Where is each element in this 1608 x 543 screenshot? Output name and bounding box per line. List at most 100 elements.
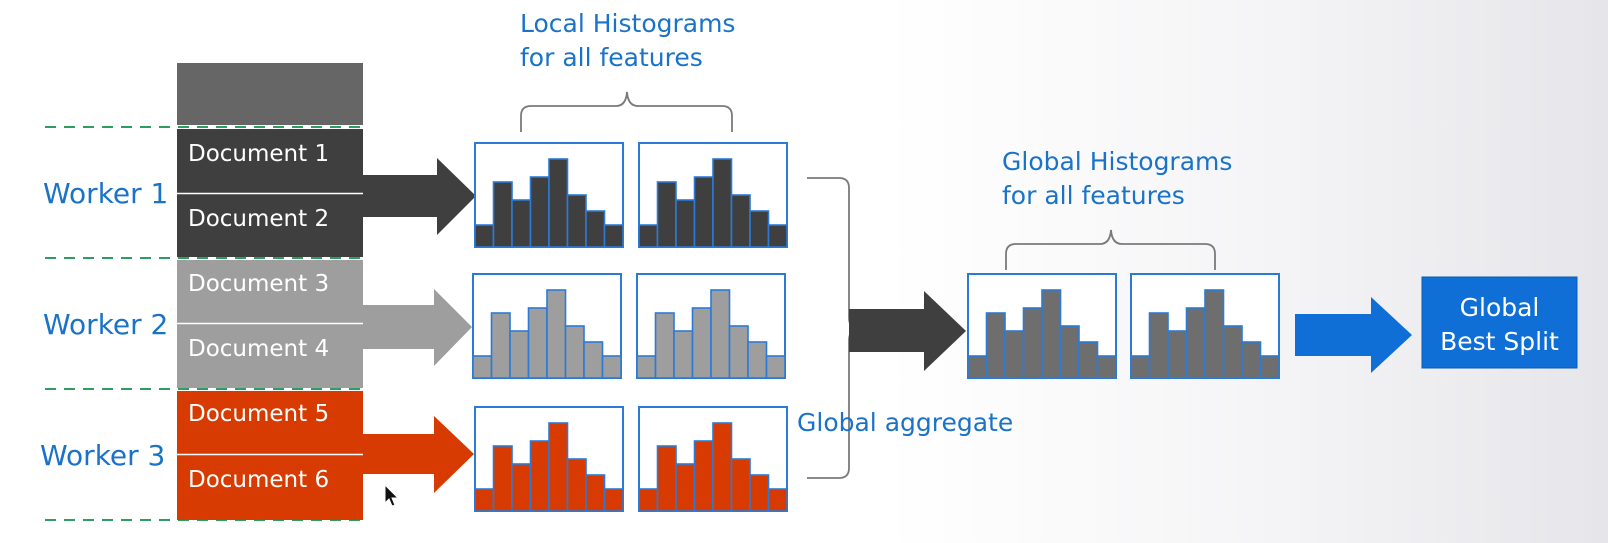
histogram-bar: [712, 158, 733, 248]
histogram-bar: [1222, 325, 1243, 379]
local-histograms-brace: [520, 91, 733, 132]
histogram-bar: [1078, 341, 1099, 379]
histogram-bar: [474, 224, 495, 248]
document-label: Document 4: [188, 336, 329, 362]
histogram-bar: [749, 474, 770, 512]
global-histograms-brace: [1005, 229, 1216, 270]
best-split-label-line2: Best Split: [1440, 327, 1559, 356]
document-block: [177, 129, 363, 193]
histogram-bar: [728, 325, 749, 379]
global-histograms-label-line2: for all features: [1002, 181, 1185, 210]
best-split-label-line1: Global: [1460, 293, 1540, 322]
histogram-bar: [511, 199, 532, 248]
worker-label: Worker 2: [43, 308, 168, 341]
histogram-bar: [730, 194, 751, 248]
histogram-bar: [1022, 307, 1043, 379]
document-block: [177, 194, 363, 257]
histogram-bar: [492, 445, 513, 512]
histogram-bar: [967, 355, 988, 379]
histogram-bar: [675, 463, 696, 512]
histogram-bar: [673, 330, 694, 379]
histogram-bar: [710, 289, 731, 379]
histogram-bar: [474, 488, 495, 512]
histogram-bar: [548, 158, 569, 248]
worker-2-arrow: [363, 289, 472, 366]
histogram-bar: [601, 355, 622, 379]
global-best-split-box: Global Best Split: [1421, 276, 1578, 369]
local-histograms-label-line1: Local Histograms: [520, 9, 735, 38]
histogram-bar: [636, 355, 657, 379]
histogram-bar: [527, 307, 548, 379]
worker-label: Worker 1: [43, 177, 168, 210]
document-label: Document 6: [188, 467, 329, 493]
best-split-rect: [1421, 276, 1578, 369]
document-label: Document 5: [188, 401, 329, 427]
document-label: Document 1: [188, 141, 329, 167]
histogram-bar: [1004, 330, 1025, 379]
histogram-bar: [730, 458, 751, 512]
histogram-panels: [472, 142, 1280, 512]
worker-3-row: Worker 3 Document 5 Document 6: [40, 391, 474, 520]
histogram-bar: [1130, 355, 1151, 379]
histogram-bar: [691, 307, 712, 379]
document-stack-header: [177, 63, 363, 125]
histogram-bar: [564, 325, 585, 379]
histogram-bar: [1204, 289, 1225, 379]
histogram-bar: [509, 330, 530, 379]
histogram-bar: [767, 488, 788, 512]
histogram-bar: [1059, 325, 1080, 379]
histogram-bar: [583, 341, 604, 379]
histogram-bar: [765, 355, 786, 379]
histogram-bar: [638, 488, 659, 512]
document-label: Document 2: [188, 206, 329, 232]
document-block: [177, 455, 363, 520]
histogram-bar: [492, 181, 513, 248]
document-block: [177, 260, 363, 323]
histogram-bar: [529, 176, 550, 248]
histogram-bar: [566, 194, 587, 248]
histogram-bar: [1041, 289, 1062, 379]
histogram-bar: [529, 440, 550, 512]
histogram-bar: [749, 210, 770, 248]
histogram-bar: [1241, 341, 1262, 379]
mouse-cursor-icon: [384, 483, 400, 507]
histogram-bar: [585, 474, 606, 512]
document-block: [177, 324, 363, 388]
histogram-bar: [1259, 355, 1280, 379]
histogram-bar: [472, 355, 493, 379]
histogram-bar: [566, 458, 587, 512]
document-block: [177, 391, 363, 454]
histogram-bar: [767, 224, 788, 248]
histogram-bar: [1185, 307, 1206, 379]
local-histograms-label-line2: for all features: [520, 43, 703, 72]
histogram-bar: [656, 181, 677, 248]
histogram-bar: [1148, 312, 1169, 379]
histogram-bar: [1096, 355, 1117, 379]
best-split-arrow: [1295, 297, 1412, 373]
histogram-bar: [654, 312, 675, 379]
histogram-bar: [693, 440, 714, 512]
document-label: Document 3: [188, 271, 329, 297]
histogram-bar: [1167, 330, 1188, 379]
histogram-bar: [656, 445, 677, 512]
histogram-bar: [585, 210, 606, 248]
worker-label: Worker 3: [40, 439, 165, 472]
histogram-bar: [712, 422, 733, 512]
global-aggregate-label: Global aggregate: [797, 408, 1013, 437]
histogram-bar: [603, 224, 624, 248]
histogram-bar: [511, 463, 532, 512]
global-histograms-label-line1: Global Histograms: [1002, 147, 1232, 176]
worker-1-row: Worker 1 Document 1 Document 2: [43, 129, 476, 257]
worker-1-arrow: [363, 158, 476, 235]
worker-2-row: Worker 2 Document 3 Document 4: [43, 260, 472, 388]
worker-3-arrow: [363, 416, 474, 493]
histogram-bar: [548, 422, 569, 512]
histogram-bar: [546, 289, 567, 379]
histogram-bar: [693, 176, 714, 248]
histogram-bar: [985, 312, 1006, 379]
global-aggregate-arrow: [849, 291, 966, 371]
histogram-bar: [603, 488, 624, 512]
histogram-bar: [747, 341, 768, 379]
histogram-bar: [490, 312, 511, 379]
